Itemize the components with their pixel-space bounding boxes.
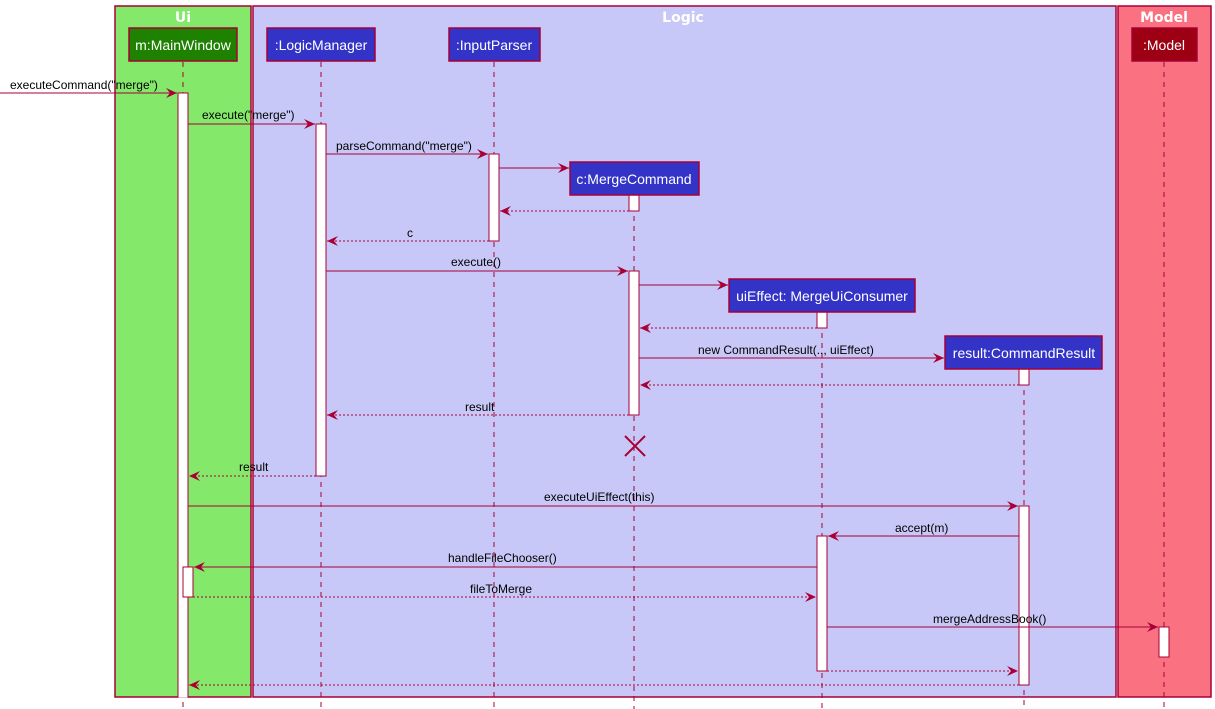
message-label: fileToMerge: [470, 582, 532, 596]
message-label: new CommandResult(.., uiEffect): [698, 343, 874, 357]
participant-main-window[interactable]: m:MainWindow: [128, 27, 238, 62]
message-label: executeUiEffect(this): [544, 490, 655, 504]
participant-label: :Model: [1143, 37, 1185, 53]
participant-label: c:MergeCommand: [576, 171, 691, 187]
message-label: c: [407, 226, 413, 240]
participant-merge-ui-consumer[interactable]: uiEffect: MergeUiConsumer: [728, 278, 916, 313]
activation-main-window-nested: [182, 566, 194, 598]
message-label: execute("merge"): [202, 108, 295, 122]
activations-layer: [177, 92, 1170, 698]
box-model: [1117, 5, 1212, 698]
activation-input-parser: [488, 153, 500, 242]
activation-main-window: [177, 92, 189, 698]
activation-merge-ui-consumer-init: [816, 311, 828, 329]
message-label: handleFileChooser(): [448, 551, 557, 565]
participant-input-parser[interactable]: :InputParser: [448, 27, 541, 62]
messages-layer: [0, 88, 1158, 690]
participants-layer: m:MainWindow :LogicManager :InputParser …: [128, 27, 1198, 370]
participant-label: uiEffect: MergeUiConsumer: [736, 288, 908, 304]
labels-layer: executeCommand("merge") execute("merge")…: [10, 78, 1046, 626]
participant-command-result[interactable]: result:CommandResult: [944, 335, 1103, 370]
activation-command-result-execute: [1018, 505, 1030, 686]
destroy-marker: [624, 435, 646, 457]
participant-label: result:CommandResult: [953, 345, 1095, 361]
activation-model: [1158, 626, 1170, 658]
message-label: accept(m): [895, 521, 948, 535]
box-title-logic: Logic: [662, 10, 704, 26]
participant-label: :InputParser: [456, 37, 533, 53]
boxes-layer: Ui Logic Model: [114, 5, 1212, 698]
activation-logic-manager: [315, 123, 327, 477]
message-label: result: [239, 460, 269, 474]
message-label: mergeAddressBook(): [933, 612, 1046, 626]
box-title-ui: Ui: [175, 10, 191, 26]
participant-model[interactable]: :Model: [1131, 27, 1198, 62]
message-label: parseCommand("merge"): [336, 139, 472, 153]
activation-merge-ui-consumer-accept: [816, 535, 828, 672]
participant-label: m:MainWindow: [135, 37, 232, 53]
message-label: executeCommand("merge"): [10, 78, 158, 92]
participant-label: :LogicManager: [275, 37, 368, 53]
activation-merge-command-execute: [628, 270, 640, 416]
message-label: execute(): [451, 255, 501, 269]
activation-command-result-init: [1018, 368, 1030, 386]
box-title-model: Model: [1140, 10, 1188, 26]
message-label: result: [465, 400, 495, 414]
activation-merge-command-init: [628, 194, 640, 212]
participant-logic-manager[interactable]: :LogicManager: [266, 27, 376, 62]
participant-merge-command[interactable]: c:MergeCommand: [569, 161, 700, 196]
